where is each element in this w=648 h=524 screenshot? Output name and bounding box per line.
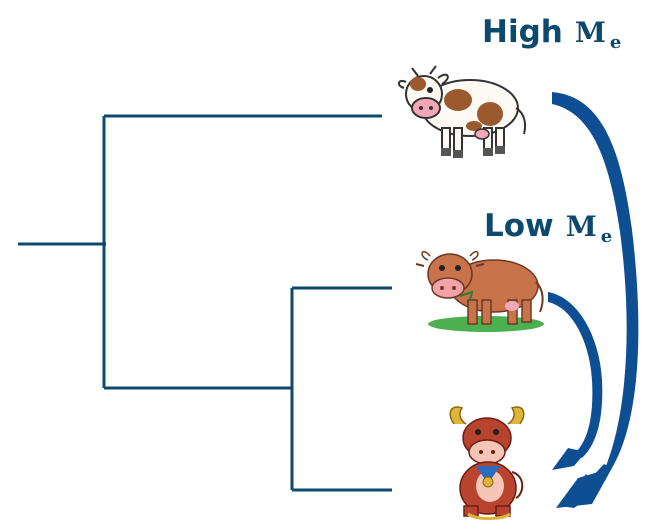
brown-cow-icon xyxy=(415,251,544,332)
label-low-me: Low M e xyxy=(484,208,612,247)
phylogenetic-tree xyxy=(18,114,392,492)
label-low-subscript: e xyxy=(601,226,612,247)
low-me-arrow xyxy=(548,292,603,470)
label-low-symbol: M xyxy=(566,210,597,243)
spotted-cow-icon xyxy=(398,65,526,158)
label-high-symbol: M xyxy=(575,16,606,49)
label-low-word: Low xyxy=(484,208,554,244)
bull-icon xyxy=(449,406,525,520)
high-me-arrow xyxy=(552,92,639,508)
label-high-word: High xyxy=(482,14,563,50)
label-high-subscript: e xyxy=(610,32,621,53)
label-high-me: High M e xyxy=(482,14,621,53)
